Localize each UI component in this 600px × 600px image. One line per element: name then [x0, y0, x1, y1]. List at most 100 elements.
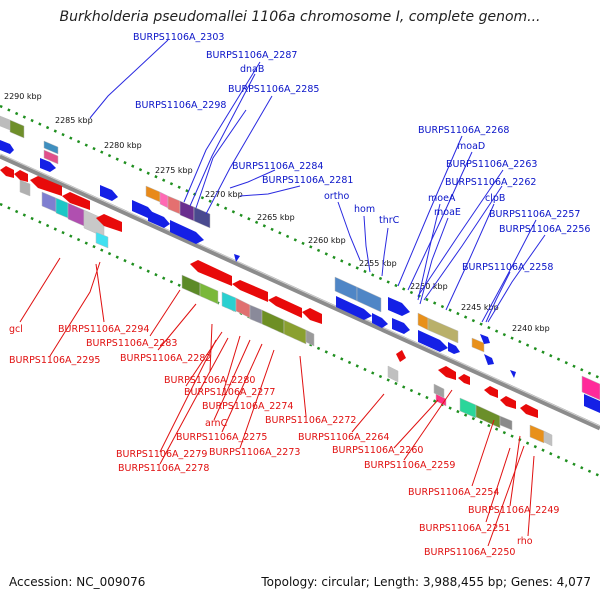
kbp-labels: 2290 kbp 2285 kbp 2280 kbp 2275 kbp 2270…: [4, 92, 550, 333]
gene-label[interactable]: moaE: [434, 207, 461, 218]
gene-label[interactable]: BURPS1106A_2284: [232, 161, 323, 172]
forward-arrow: [388, 297, 410, 316]
feature-box: [459, 397, 477, 419]
gene-label[interactable]: BURPS1106A_2287: [206, 50, 297, 61]
gene-label[interactable]: moaD: [457, 141, 485, 152]
kbp-label: 2275 kbp: [155, 166, 193, 175]
feature-box: [471, 337, 485, 353]
kbp-label: 2250 kbp: [410, 282, 448, 291]
feature-box: [193, 206, 211, 229]
gene-label[interactable]: BURPS1106A_2264: [298, 432, 389, 443]
feature-box: [41, 191, 57, 213]
forward-arrow: [484, 354, 494, 365]
gene-label[interactable]: BURPS1106A_2282: [120, 353, 211, 364]
feature-box: [95, 231, 109, 249]
feature-box: [305, 329, 315, 347]
gene-label[interactable]: BURPS1106A_2254: [408, 487, 499, 498]
kbp-label: 2280 kbp: [104, 141, 142, 150]
gene-label[interactable]: dnaB: [240, 64, 264, 75]
gene-label[interactable]: BURPS1106A_2277: [184, 387, 275, 398]
forward-arrow: [392, 318, 410, 334]
gene-label[interactable]: BURPS1106A_2303: [133, 32, 224, 43]
gene-label[interactable]: BURPS1106A_2283: [86, 338, 177, 349]
gene-label[interactable]: BURPS1106A_2285: [228, 84, 319, 95]
forward-arrow: [100, 185, 118, 201]
reverse-arrow: [396, 350, 406, 362]
forward-arrow: [234, 254, 240, 262]
gene-label[interactable]: BURPS1106A_2280: [164, 375, 255, 386]
gene-label[interactable]: BURPS1106A_2249: [468, 505, 559, 516]
feature-box: [159, 191, 169, 209]
feature-box: [261, 309, 285, 335]
feature-box: [356, 286, 382, 313]
feature-box: [19, 179, 31, 197]
reverse-arrow: [458, 374, 470, 385]
genome-info-text: Topology: circular; Length: 3,988,455 bp…: [261, 575, 591, 589]
gene-label[interactable]: gcl: [9, 324, 23, 335]
gene-label[interactable]: moeA: [428, 193, 456, 204]
forward-arrow: [0, 140, 14, 154]
reverse-arrow: [268, 296, 302, 318]
kbp-label: 2270 kbp: [205, 190, 243, 199]
gene-label[interactable]: thrC: [379, 215, 400, 226]
feature-box: [427, 317, 459, 344]
feature-box: [543, 430, 553, 447]
reverse-arrow: [484, 386, 498, 398]
forward-gene-labels: BURPS1106A_2303 BURPS1106A_2287 dnaB BUR…: [133, 32, 590, 273]
gene-label[interactable]: BURPS1106A_2268: [418, 125, 509, 136]
forward-arrow: [480, 334, 490, 344]
forward-arrow: [170, 220, 204, 244]
gene-label[interactable]: BURPS1106A_2278: [118, 463, 209, 474]
gene-label[interactable]: BURPS1106A_2259: [364, 460, 455, 471]
feature-box: [499, 415, 513, 431]
feature-box: [529, 424, 545, 444]
accession-text: Accession: NC_009076: [9, 575, 146, 589]
gene-label[interactable]: clpB: [485, 193, 505, 204]
kbp-label: 2245 kbp: [461, 303, 499, 312]
kbp-label: 2240 kbp: [512, 324, 550, 333]
reverse-arrow: [0, 166, 14, 178]
gene-label[interactable]: BURPS1106A_2256: [499, 224, 590, 235]
reverse-callout-lines: [19, 257, 535, 547]
reverse-arrow: [30, 176, 62, 196]
gene-label[interactable]: arnC: [205, 418, 228, 429]
feature-box: [145, 185, 161, 203]
feature-box: [283, 319, 307, 345]
gene-label[interactable]: BURPS1106A_2263: [446, 159, 537, 170]
gene-label[interactable]: BURPS1106A_2260: [332, 445, 423, 456]
feature-box: [83, 209, 105, 238]
backbone: [0, 153, 600, 431]
feature-box: [221, 291, 237, 313]
gene-label[interactable]: BURPS1106A_2250: [424, 547, 515, 558]
gene-label[interactable]: rho: [517, 536, 533, 547]
feature-box: [9, 119, 25, 139]
gene-label[interactable]: BURPS1106A_2272: [265, 415, 356, 426]
gene-label[interactable]: BURPS1106A_2258: [462, 262, 553, 273]
reverse-arrow: [190, 260, 232, 286]
feature-box: [0, 115, 11, 131]
forward-arrow: [448, 342, 460, 354]
gene-label[interactable]: ortho: [324, 191, 349, 202]
gene-label[interactable]: BURPS1106A_2294: [58, 324, 149, 335]
forward-arrow: [418, 330, 448, 352]
feature-box: [43, 140, 59, 155]
gene-label[interactable]: BURPS1106A_2281: [262, 175, 353, 186]
map-title: Burkholderia pseudomallei 1106a chromoso…: [59, 9, 541, 25]
gene-label[interactable]: BURPS1106A_2279: [116, 449, 207, 460]
gene-label[interactable]: BURPS1106A_2295: [9, 355, 100, 366]
gene-label[interactable]: BURPS1106A_2275: [176, 432, 267, 443]
reverse-arrow: [438, 366, 456, 380]
gene-label[interactable]: BURPS1106A_2274: [202, 401, 293, 412]
gene-label[interactable]: BURPS1106A_2298: [135, 100, 226, 111]
gene-label[interactable]: hom: [354, 204, 375, 215]
gene-label[interactable]: BURPS1106A_2251: [419, 523, 510, 534]
reverse-arrow: [500, 396, 516, 409]
gene-label[interactable]: BURPS1106A_2262: [445, 177, 536, 188]
gene-label[interactable]: BURPS1106A_2273: [209, 447, 300, 458]
feature-box: [43, 149, 59, 165]
feature-box: [475, 404, 501, 429]
forward-arrow: [510, 370, 516, 378]
kbp-label: 2290 kbp: [4, 92, 42, 101]
forward-arrow: [148, 210, 170, 228]
gene-label[interactable]: BURPS1106A_2257: [489, 209, 580, 220]
